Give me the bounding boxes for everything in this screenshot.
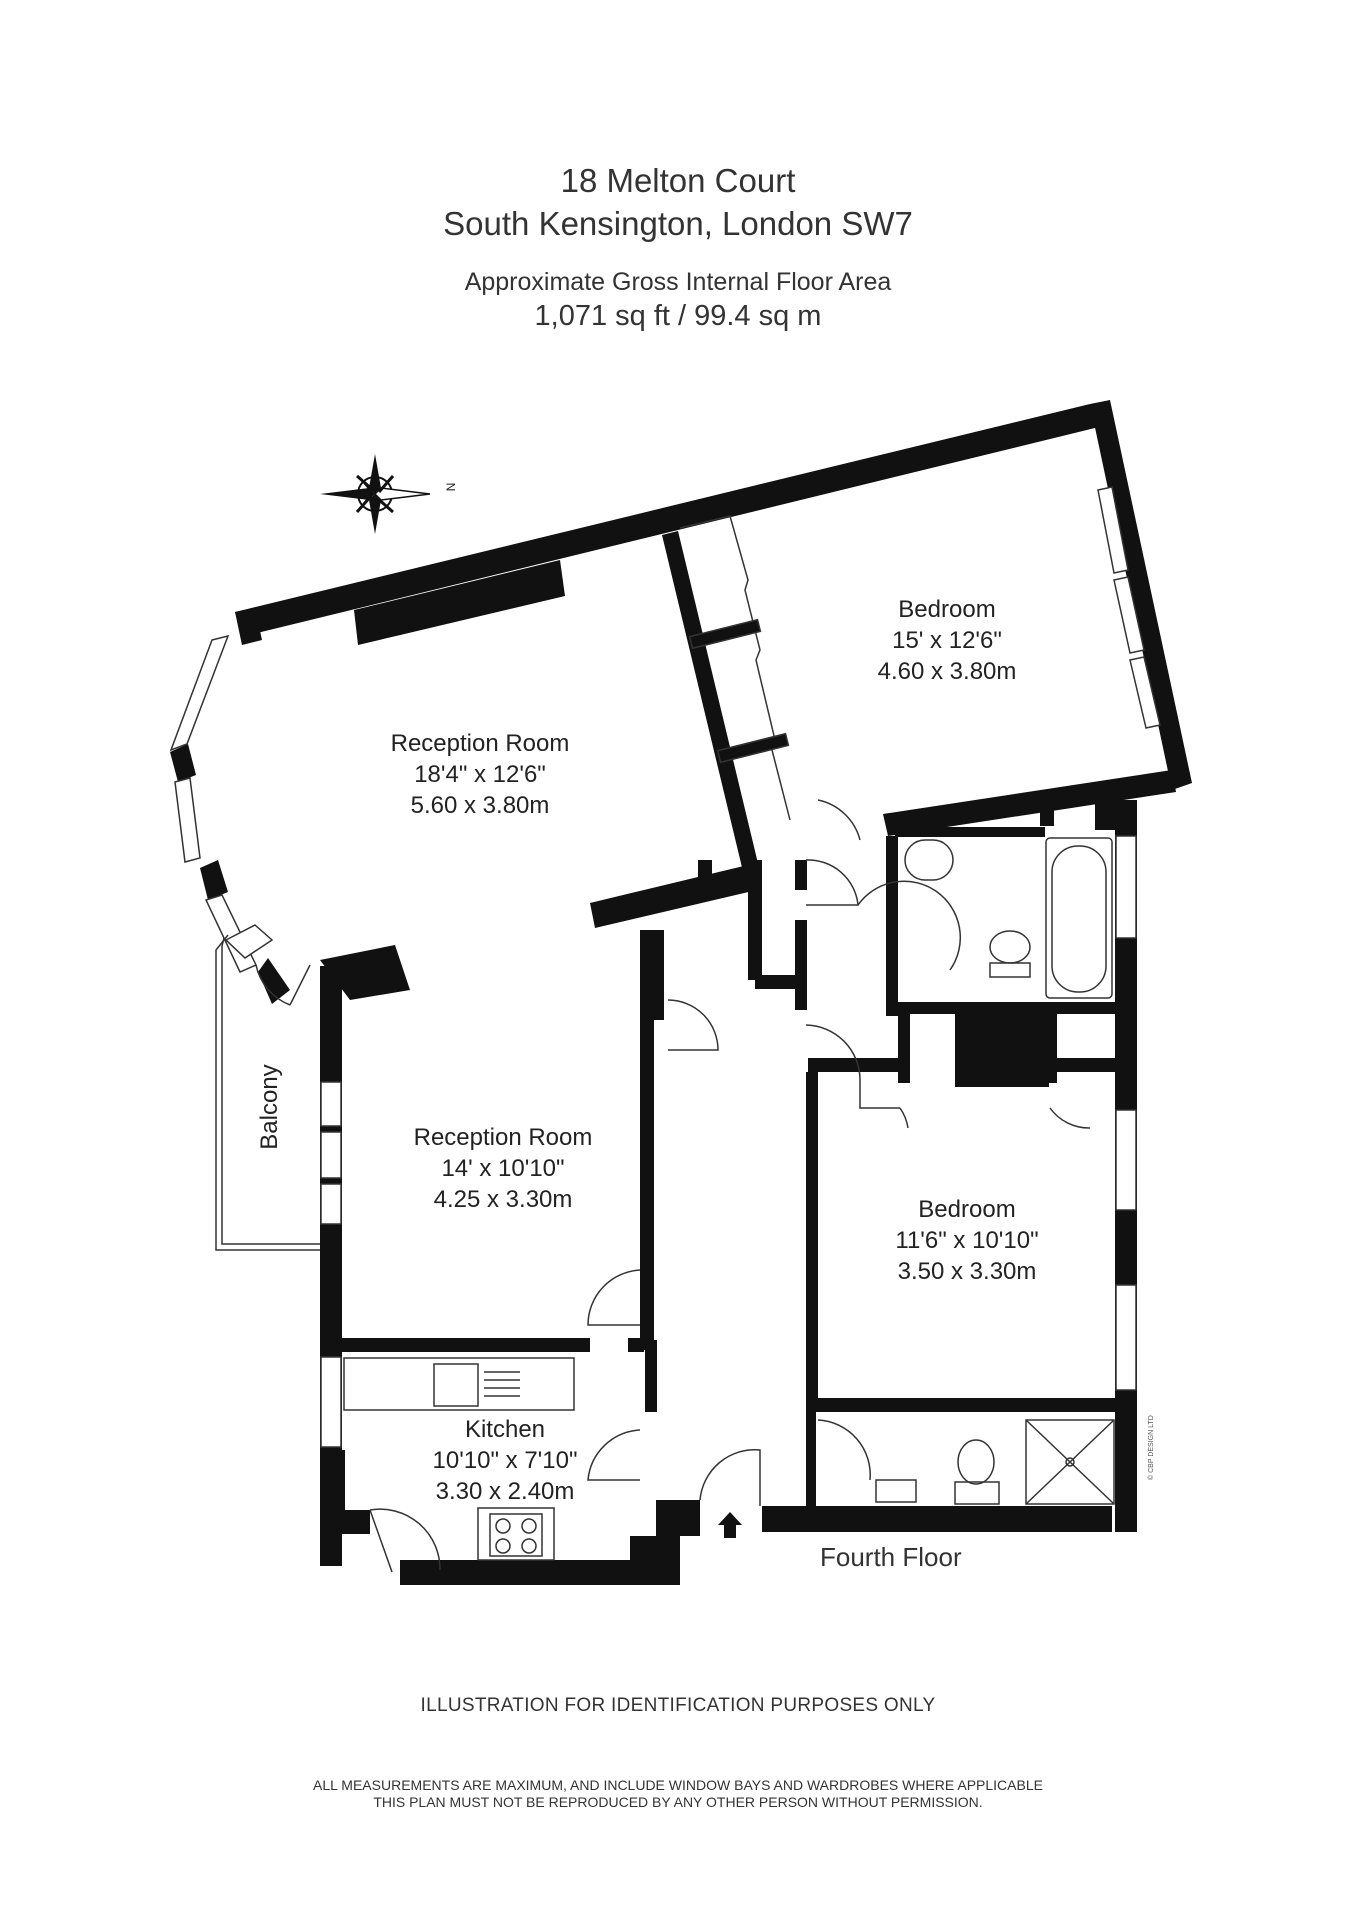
area-label: Approximate Gross Internal Floor Area [464,268,892,296]
room-imperial: 15' x 12'6" [892,627,1002,654]
room-metric: 3.30 x 2.40m [435,1478,575,1505]
room-imperial: 10'10" x 7'10" [432,1447,578,1474]
bathroom-fittings [875,837,1115,1505]
walls [170,400,1192,1585]
shower-icon [1025,1419,1115,1505]
toilet-icon [989,930,1031,964]
room-kitchen: Kitchen 10'10" x 7'10" 3.30 x 2.40m [405,1414,605,1507]
hob-icon [489,1513,543,1557]
windows [169,486,1161,1448]
sink-icon [433,1363,479,1407]
room-bedroom-lower: Bedroom 11'6" x 10'10" 3.50 x 3.30m [867,1194,1067,1287]
disclaimer-identification: ILLUSTRATION FOR IDENTIFICATION PURPOSES… [420,1695,936,1716]
doors [255,799,1091,1573]
room-bedroom-top: Bedroom 15' x 12'6" 4.60 x 3.80m [847,594,1047,687]
room-name: Reception Room [413,1124,593,1151]
compass-icon [320,454,431,534]
disclaimer-measurements: ALL MEASUREMENTS ARE MAXIMUM, AND INCLUD… [313,1777,1043,1793]
toilet-icon-2 [957,1439,995,1485]
room-name: Bedroom [918,1196,1016,1223]
compass-label: N [443,482,458,492]
basin-icon-2 [875,1479,917,1503]
room-balcony: Balcony [256,1064,283,1150]
room-metric: 5.60 x 3.80m [410,792,550,819]
room-metric: 4.60 x 3.80m [877,658,1017,685]
room-imperial: 18'4" x 12'6" [414,761,546,788]
room-metric: 3.50 x 3.30m [897,1258,1037,1285]
kitchen-fittings [343,1357,575,1561]
disclaimer-reproduction: THIS PLAN MUST NOT BE REPRODUCED BY ANY … [373,1794,983,1810]
washbasin-icon [904,839,954,881]
area-value: 1,071 sq ft / 99.4 sq m [534,300,822,332]
room-imperial: 14' x 10'10" [441,1155,565,1182]
wardrobes [679,515,791,821]
room-name: Reception Room [390,730,570,757]
floor-label: Fourth Floor [820,1542,962,1572]
room-name: Kitchen [464,1416,546,1443]
room-metric: 4.25 x 3.30m [433,1186,573,1213]
address-line-2: South Kensington, London SW7 [443,205,913,242]
room-name: Bedroom [898,596,996,623]
bathtub-icon [1051,845,1107,993]
room-imperial: 11'6" x 10'10" [895,1227,1039,1254]
disclaimer-legal: ALL MEASUREMENTS ARE MAXIMUM, AND INCLUD… [0,1777,1356,1811]
copyright-label: © CBP DESIGN LTD [1148,1415,1155,1480]
balcony-outline [215,934,320,1251]
entrance-arrow-icon [718,1512,742,1538]
address-line-1: 18 Melton Court [560,162,796,199]
room-reception-upper: Reception Room 18'4" x 12'6" 5.60 x 3.80… [355,728,605,821]
room-reception-lower: Reception Room 14' x 10'10" 4.25 x 3.30m [378,1122,628,1215]
